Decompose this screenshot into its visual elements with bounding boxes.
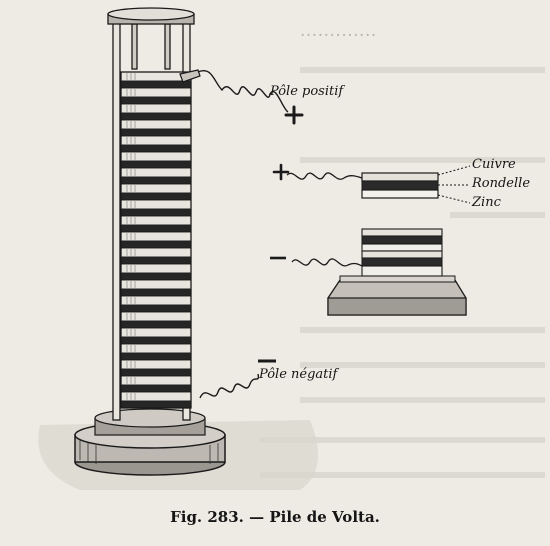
cloth-washer — [120, 224, 192, 233]
washer-label: Rondelle — [472, 176, 531, 191]
metal-disk — [120, 231, 192, 242]
cloth-washer — [120, 272, 192, 281]
bleed-through-text: ············· — [300, 26, 377, 46]
metal-disk — [120, 103, 192, 114]
pile-base — [74, 408, 226, 476]
copper-label: Cuivre — [472, 157, 516, 172]
cloth-washer — [120, 192, 192, 201]
cloth-washer — [120, 304, 192, 313]
metal-disk — [120, 87, 192, 98]
cloth-washer — [120, 400, 192, 409]
metal-disk — [120, 167, 192, 178]
cloth-washer — [120, 112, 192, 121]
metal-disk — [120, 215, 192, 226]
cloth-washer — [120, 336, 192, 345]
cloth-washer — [120, 256, 192, 265]
negative-wire — [199, 373, 260, 399]
cloth-washer — [120, 80, 192, 89]
zinc-label: Zinc — [472, 195, 501, 210]
small-pile-detail — [291, 228, 467, 316]
metal-disk — [120, 151, 192, 162]
cloth-washer — [120, 176, 192, 185]
cloth-washer — [120, 320, 192, 329]
disk-stack — [120, 71, 192, 409]
top-connector-tab — [179, 69, 201, 83]
metal-disk — [120, 375, 192, 386]
metal-disk — [120, 343, 192, 354]
single-element-detail — [286, 165, 471, 204]
cloth-washer — [120, 368, 192, 377]
metal-disk — [120, 247, 192, 258]
cloth-washer — [120, 96, 192, 105]
metal-disk — [120, 199, 192, 210]
figure-caption: Fig. 283. — Pile de Volta. — [170, 508, 380, 526]
metal-disk — [120, 311, 192, 322]
negative-pole-label: Pôle négatif — [259, 367, 338, 382]
cloth-washer — [120, 352, 192, 361]
metal-disk — [120, 279, 192, 290]
positive-plus-sign — [284, 105, 304, 125]
top-plate — [107, 7, 195, 25]
cloth-washer — [120, 384, 192, 393]
positive-pole-label: Pôle positif — [270, 84, 344, 99]
cloth-washer — [120, 160, 192, 169]
cloth-washer — [120, 144, 192, 153]
metal-disk — [120, 295, 192, 306]
cloth-washer — [120, 208, 192, 217]
metal-disk — [120, 119, 192, 130]
cloth-washer — [120, 128, 192, 137]
metal-disk — [120, 327, 192, 338]
stack-outline — [120, 71, 192, 409]
metal-disk — [120, 135, 192, 146]
cloth-washer — [120, 288, 192, 297]
metal-disk — [120, 183, 192, 194]
detail-plus-sign — [272, 163, 290, 181]
metal-disk — [120, 263, 192, 274]
positive-wire — [197, 70, 289, 113]
metal-disk — [120, 391, 192, 402]
cloth-washer — [120, 240, 192, 249]
metal-disk — [120, 359, 192, 370]
